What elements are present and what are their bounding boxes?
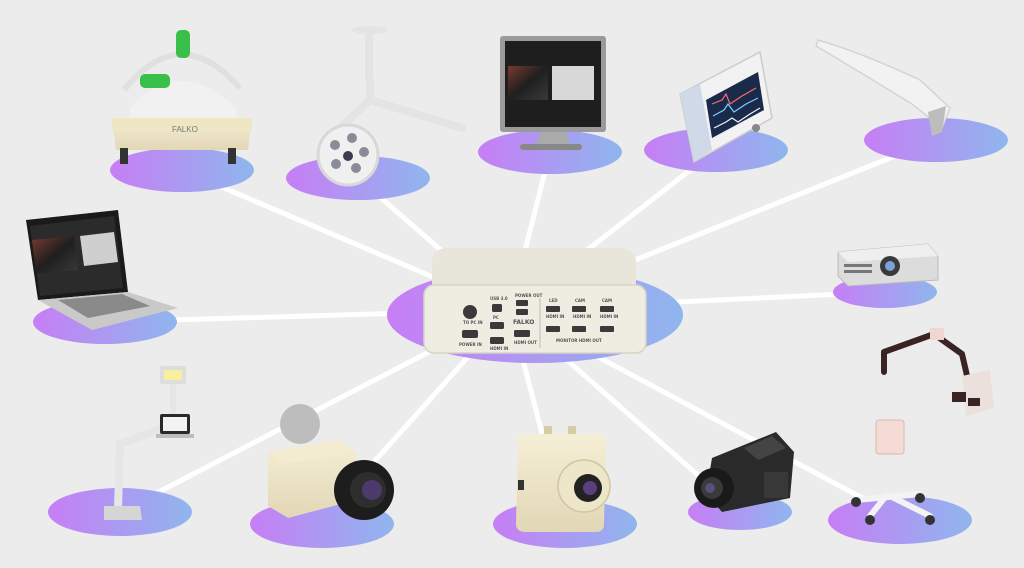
headset-icon: FALKO (112, 30, 252, 164)
intraoral-camera-icon (815, 39, 951, 136)
port-label: TO PC IN (463, 320, 483, 325)
port-label: HDMI IN (600, 314, 618, 319)
headset-brand-label: FALKO (172, 125, 198, 134)
port-label: HDMI IN (490, 346, 508, 351)
port-label: MONITOR HDMI OUT (556, 338, 602, 343)
port-label: HDMI IN (546, 314, 564, 319)
monitor-icon (500, 36, 606, 150)
hub-brand-label: FALKO (513, 319, 534, 326)
vital-monitor-icon (679, 50, 773, 164)
device-pad (478, 130, 622, 174)
document-camera-icon (104, 366, 194, 520)
port-label: LED (549, 298, 558, 303)
camcorder-icon (694, 432, 794, 512)
microscope-icon (851, 328, 994, 525)
port-label: USB 3.0 (490, 296, 508, 301)
device-pad (864, 118, 1008, 162)
falko-switch-box-icon: TO PC IN USB 3.0 PC POWER OUT HDMI IN HD… (423, 248, 647, 354)
port-label: POWER OUT (515, 293, 543, 298)
port-label: HDMI IN (573, 314, 591, 319)
port-label: PC (493, 315, 499, 320)
device-pad (110, 148, 254, 192)
port-label: POWER IN (459, 342, 482, 347)
device-pad (828, 496, 972, 544)
port-label: HDMI OUT (514, 340, 537, 345)
camera-icon (268, 404, 394, 520)
port-label: CAM (602, 298, 612, 303)
camera-icon (516, 426, 611, 532)
port-label: CAM (575, 298, 585, 303)
laptop-icon (26, 210, 178, 330)
surgical-light-icon (316, 26, 466, 187)
projector-icon (837, 243, 939, 287)
